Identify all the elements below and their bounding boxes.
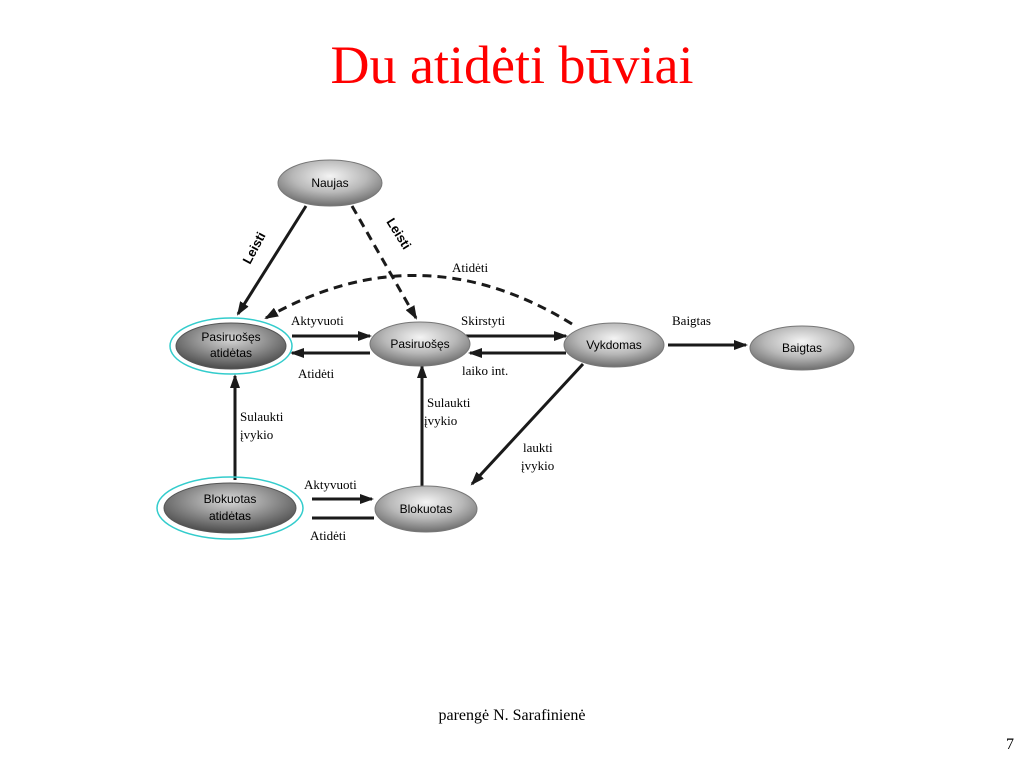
node-pasiruoses-atidetas-label-1: Pasiruošęs — [201, 330, 260, 344]
page-number: 7 — [1006, 736, 1014, 753]
edge-laukti-ivykio — [470, 362, 585, 486]
edge-label-sulaukti-left-1: Sulaukti — [240, 409, 284, 424]
edge-label-sulaukti-mid-1: Sulaukti — [427, 395, 471, 410]
slide-title: Du atidėti būviai — [330, 35, 694, 95]
edge-label-atideti-mid: Atidėti — [298, 366, 334, 381]
edge-label-sulaukti-left-2: įvykio — [240, 427, 273, 442]
node-blokuotas-atidetas: Blokuotas atidėtas — [156, 476, 304, 540]
edge-label-baigtas: Baigtas — [672, 313, 711, 328]
node-baigtas-label: Baigtas — [782, 341, 822, 355]
node-blokuotas: Blokuotas — [374, 485, 478, 533]
edge-label-aktyvuoti-bottom: Aktyvuoti — [304, 477, 357, 492]
edge-label-laukti-1: laukti — [523, 440, 553, 455]
node-naujas-label: Naujas — [311, 176, 348, 190]
edge-label-atideti-bottom: Atidėti — [310, 528, 346, 543]
edge-vykdomas-to-pasiruoses-atidetas-dashed — [264, 273, 573, 326]
node-baigtas: Baigtas — [749, 325, 855, 371]
edge-label-aktyvuoti-top: Aktyvuoti — [291, 313, 344, 328]
node-pasiruoses-atidetas: Pasiruošęs atidėtas — [169, 317, 293, 375]
node-vykdomas-label: Vykdomas — [586, 338, 642, 352]
node-pasiruoses-atidetas-label-2: atidėtas — [210, 346, 252, 360]
edge-label-laukti-2: įvykio — [521, 458, 554, 473]
edge-naujas-to-pasiruoses-atidetas — [236, 205, 308, 316]
footer-author: parengė N. Sarafinienė — [438, 707, 586, 724]
edges — [230, 205, 748, 520]
edge-label-leisti-right: Leisti — [383, 215, 414, 252]
edge-naujas-to-pasiruoses-dashed — [350, 205, 418, 320]
edge-label-atideti-top: Atidėti — [452, 260, 488, 275]
node-blokuotas-atidetas-label-1: Blokuotas — [204, 492, 257, 506]
node-vykdomas: Vykdomas — [563, 322, 665, 368]
node-pasiruoses: Pasiruošęs — [369, 321, 471, 367]
edge-label-laiko-int: laiko int. — [462, 363, 508, 378]
edge-label-sulaukti-mid-2: įvykio — [424, 413, 457, 428]
node-naujas: Naujas — [277, 159, 383, 207]
edge-label-leisti-left: Leisti — [239, 229, 268, 266]
node-blokuotas-atidetas-label-2: atidėtas — [209, 509, 251, 523]
edge-label-skirstyti: Skirstyti — [461, 313, 505, 328]
node-blokuotas-label: Blokuotas — [400, 502, 453, 516]
node-pasiruoses-label: Pasiruošęs — [390, 337, 449, 351]
